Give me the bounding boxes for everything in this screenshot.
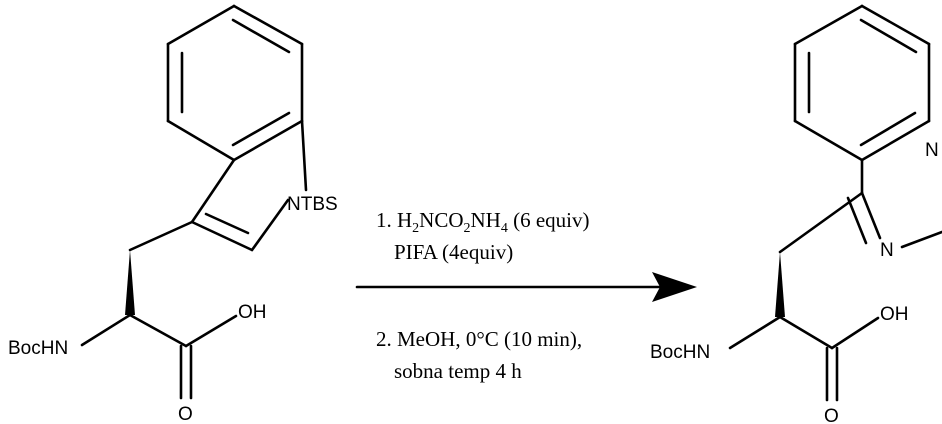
condition-step1-line2: PIFA (4equiv): [394, 240, 513, 264]
product-carbonyl-o-label: O: [824, 406, 839, 424]
condition-step2-line1: 2. MeOH, 0°C (10 min),: [376, 327, 582, 351]
product-oh-label: OH: [880, 304, 909, 325]
product-molecule: N N BocHN OH O: [650, 4, 942, 424]
reactant-carbonyl-o-label: O: [178, 404, 193, 424]
reactant-side-chain: [80, 220, 238, 400]
reactant-oh-label: OH: [238, 302, 267, 323]
product-side-chain: [728, 158, 942, 402]
product-benzene-ring: [793, 4, 931, 162]
condition-step1-line1: 1. H2NCO2NH4 (6 equiv): [376, 208, 590, 236]
reaction-conditions: 1. H2NCO2NH4 (6 equiv) PIFA (4equiv) 2. …: [376, 208, 590, 383]
product-wedge-bond: [775, 252, 785, 317]
product-bochn-label: BocHN: [650, 342, 710, 363]
reactant-pyrrole-ring: [190, 119, 308, 252]
product-ring-n-label: N: [925, 140, 939, 161]
condition-step2-line2: sobna temp 4 h: [394, 359, 522, 383]
reactant-molecule: NTBS BocHN OH O: [8, 4, 338, 424]
reactant-bochn-label: BocHN: [8, 338, 68, 359]
arrow-head: [652, 272, 697, 302]
reactant-benzene-ring: [166, 4, 304, 162]
reaction-arrow: [355, 272, 697, 302]
reactant-ntbs-label: NTBS: [287, 194, 338, 215]
reactant-wedge-bond: [125, 250, 135, 315]
product-imine-n-label: N: [880, 240, 894, 261]
